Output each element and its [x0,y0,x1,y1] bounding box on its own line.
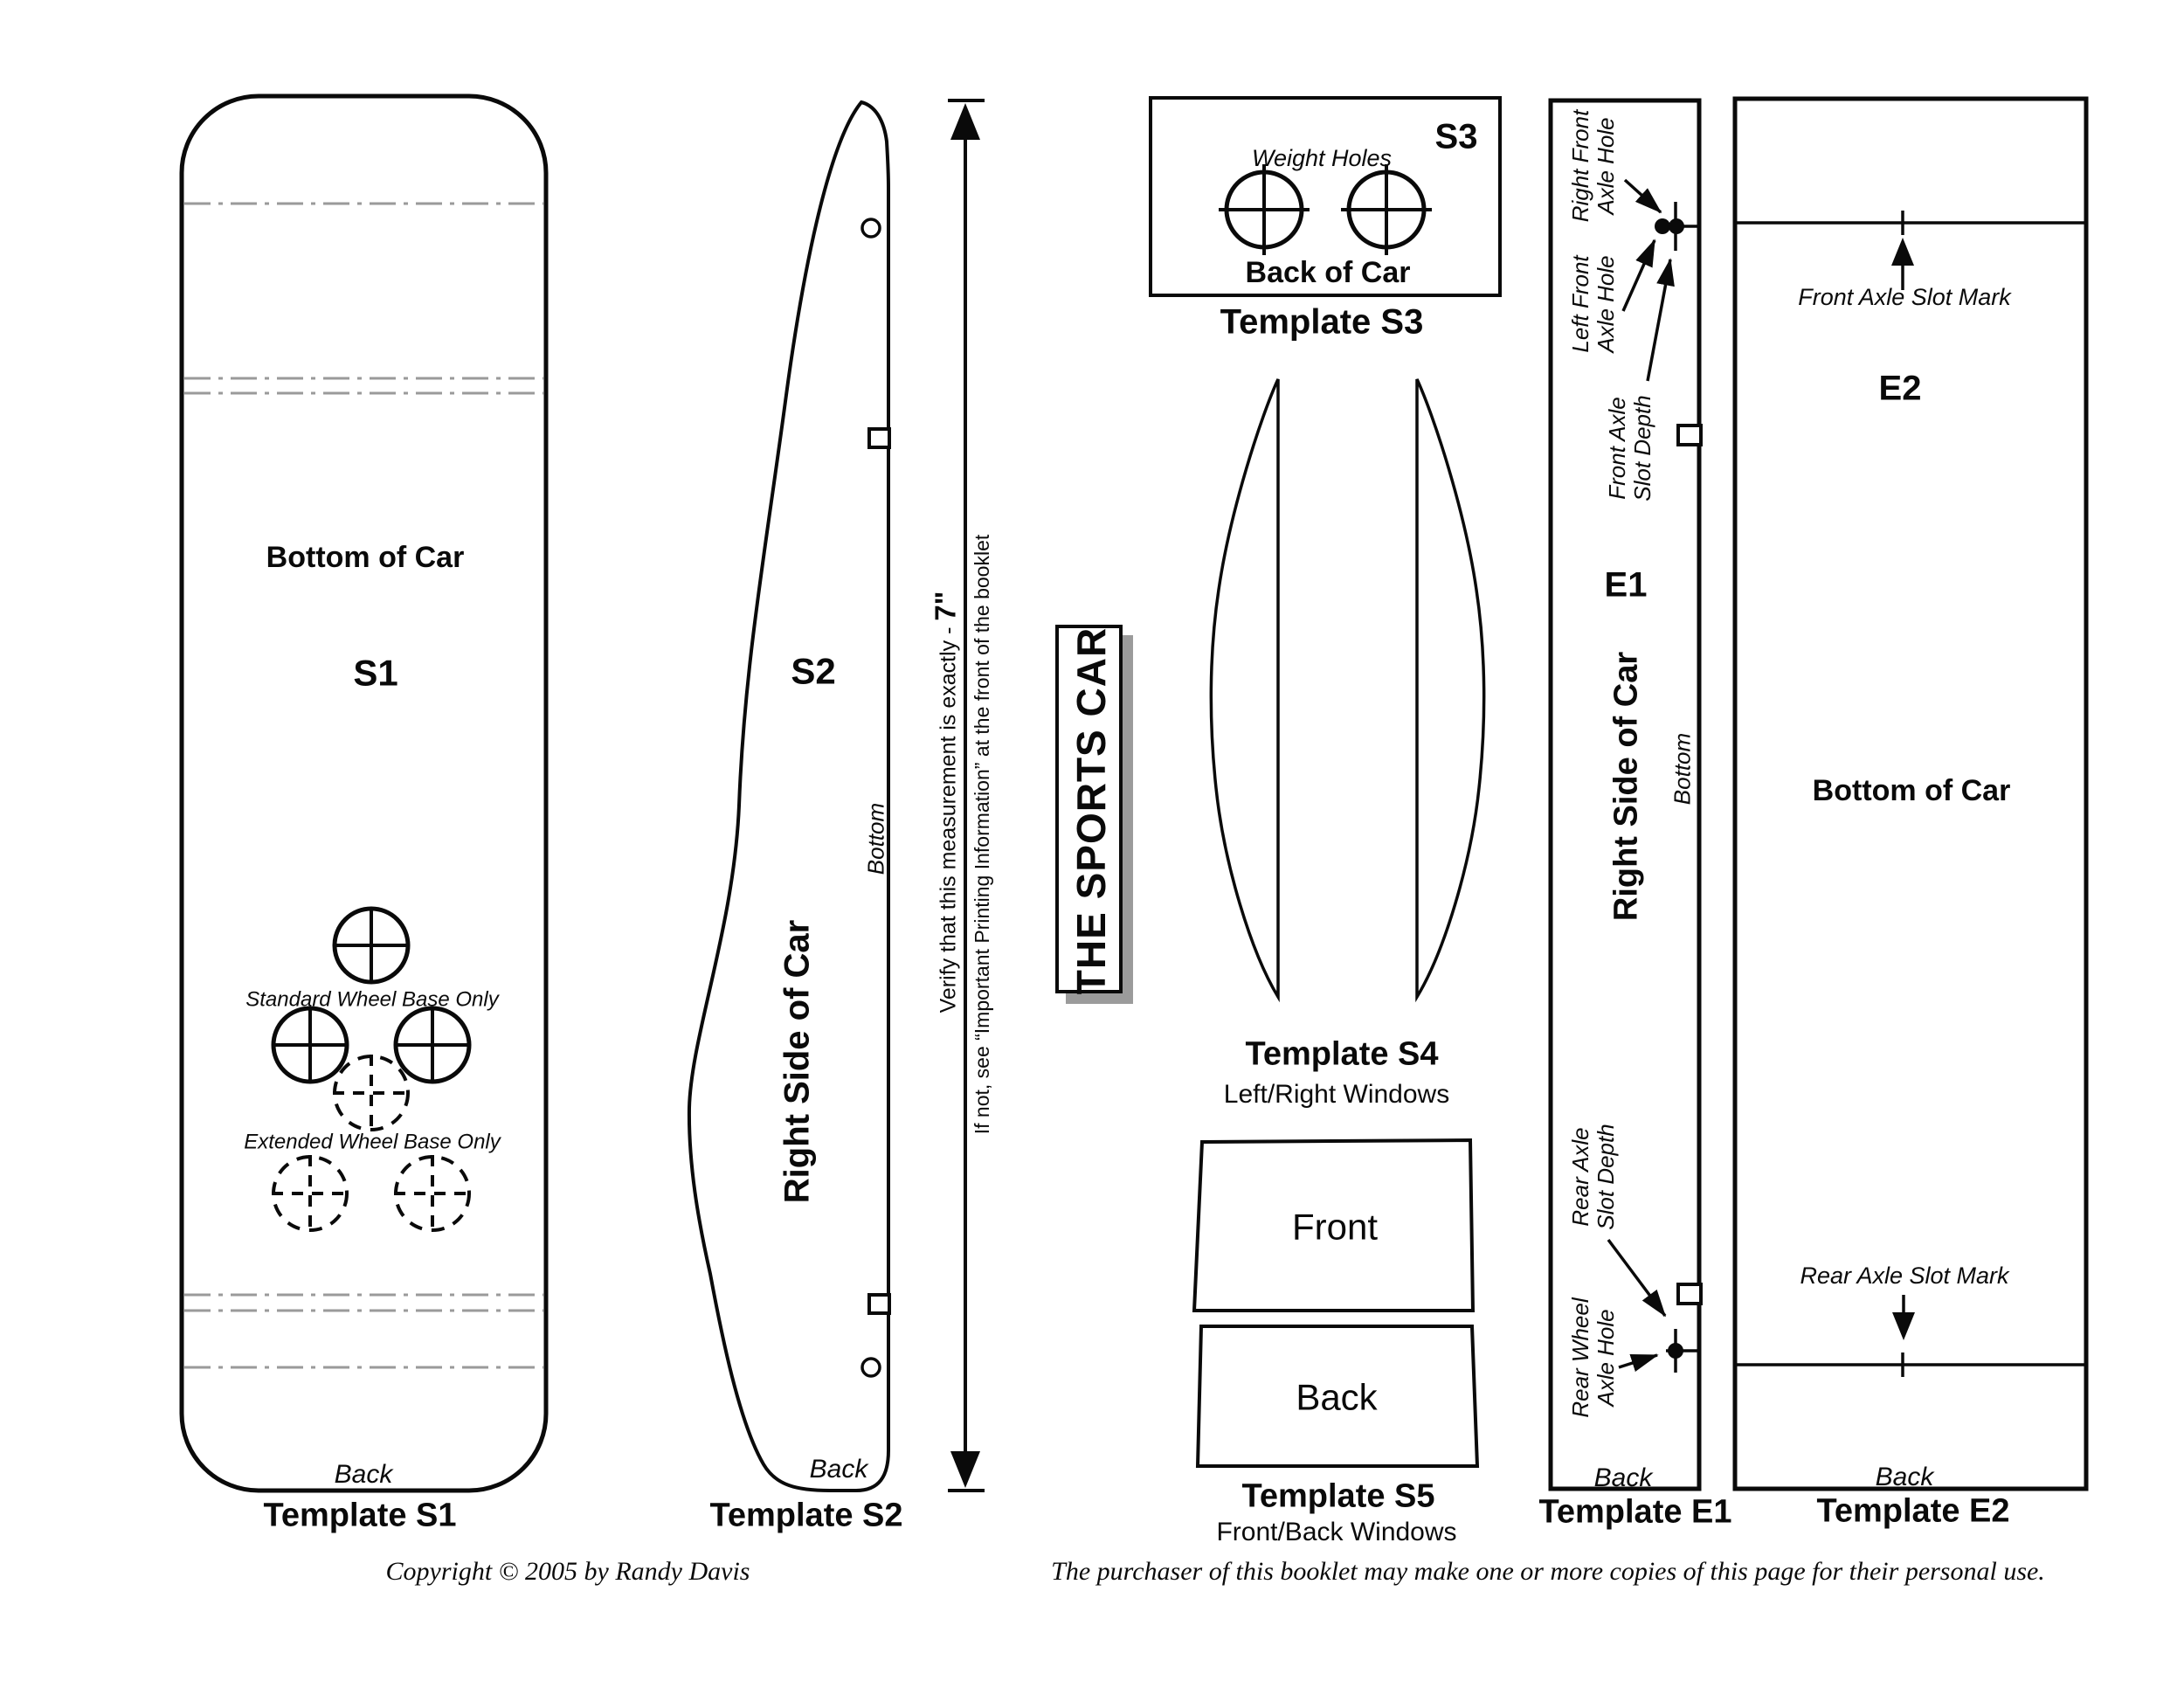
s4-caption: Template S4 [1245,1035,1439,1073]
s2-rear-axle-hole [860,1357,881,1378]
e2-back-label: Back [1875,1463,1934,1492]
s1-standard-wheelbase-label: Standard Wheel Base Only [245,987,499,1012]
e1-front-axle-slot-depth-label: Front Axle Slot Depth [1603,395,1655,502]
s3-outline [1149,96,1502,297]
s5-subcaption: Front/Back Windows [1216,1518,1457,1547]
s1-standard-wheel-holes [271,906,472,1084]
measurement-verify-value: 7" [929,591,962,621]
s3-weight-holes [1219,164,1432,255]
e1-rear-axle-slot-depth-label: Rear Axle Slot Depth [1566,1124,1619,1230]
measurement-ifnot-note: If not, see “Important Printing Informat… [971,534,994,1135]
s1-caption: Template S1 [263,1497,457,1534]
e2-rear-arrow [1892,1295,1915,1340]
s3-caption: Template S3 [1220,302,1424,342]
e1-rear-wheel-axle-dot [1668,1343,1683,1359]
e2-outline [1732,96,2089,1491]
e2-caption: Template E2 [1816,1492,2010,1530]
s3-weight-holes-label: Weight Holes [1251,144,1393,171]
s2-right-side-label: Right Side of Car [778,919,817,1204]
e2-id-label: E2 [1878,369,1922,408]
e2-front-axle-slot-mark-label: Front Axle Slot Mark [1798,283,2011,310]
s4-left-window-outline [1209,378,1280,1003]
measurement-verify-text: Verify that this measurement is exactly … [936,620,961,1013]
e1-left-front-axle-hole-label: Left Front Axle Hole [1566,255,1619,353]
footer-license-note: The purchaser of this booklet may make o… [1051,1557,2045,1587]
s5-front-label: Front [1291,1206,1379,1248]
e1-rear-callout-arrows [1607,1238,1667,1373]
s1-body-outline [179,93,549,1493]
e1-outline [1548,98,1702,1491]
e1-front-slot-notch [1676,424,1703,446]
e1-id-label: E1 [1604,565,1648,605]
e1-back-label: Back [1593,1463,1653,1493]
s2-front-slot-notch [867,427,891,449]
e1-rear-wheel-axle-hole-label: Rear Wheel Axle Hole [1566,1297,1619,1418]
s1-id-label: S1 [353,652,398,694]
s1-back-label: Back [334,1460,393,1490]
s1-bottom-of-car-label: Bottom of Car [266,540,465,574]
s3-back-of-car-label: Back of Car [1245,255,1411,289]
s5-back-window-outline [1195,1325,1480,1468]
measurement-verify-note: Verify that this measurement is exactly … [930,591,963,1013]
s2-body-outline [687,100,890,1492]
s2-back-label: Back [809,1455,868,1484]
e1-left-front-axle-dot [1655,218,1670,234]
s1-extended-wheelbase-label: Extended Wheel Base Only [244,1130,501,1154]
s2-caption: Template S2 [709,1497,903,1534]
title-box: THE SPORTS CAR [1055,625,1123,995]
s1-axle-guide-lines [184,202,543,1369]
footer-copyright: Copyright © 2005 by Randy Davis [385,1557,750,1587]
s3-id-label: S3 [1434,117,1478,156]
s5-back-label: Back [1296,1376,1378,1418]
s5-front-window-outline [1192,1138,1476,1312]
e1-rear-slot-notch [1676,1283,1703,1305]
e1-bottom-label: Bottom [1669,732,1696,806]
s5-caption: Template S5 [1241,1477,1435,1515]
s2-id-label: S2 [791,650,836,692]
e1-front-callout-arrows [1621,178,1675,382]
e2-bottom-of-car-label: Bottom of Car [1812,773,2011,807]
e1-right-side-label: Right Side of Car [1607,651,1645,922]
e1-right-front-axle-hole-label: Right Front Axle Hole [1566,109,1619,223]
s1-extended-wheel-holes [272,1055,471,1232]
s4-right-window-outline [1415,378,1486,1003]
s2-front-axle-hole [860,218,881,239]
s2-rear-slot-notch [867,1293,891,1315]
e1-caption: Template E1 [1538,1493,1732,1531]
e2-front-arrow [1891,238,1914,290]
s2-bottom-label: Bottom [862,802,889,875]
e2-rear-axle-slot-mark-label: Rear Axle Slot Mark [1800,1262,2009,1289]
page-title: THE SPORTS CAR [1068,626,1115,995]
measurement-arrow [948,99,985,1492]
e1-right-front-axle-dot [1669,218,1684,234]
s4-subcaption: Left/Right Windows [1223,1080,1450,1110]
